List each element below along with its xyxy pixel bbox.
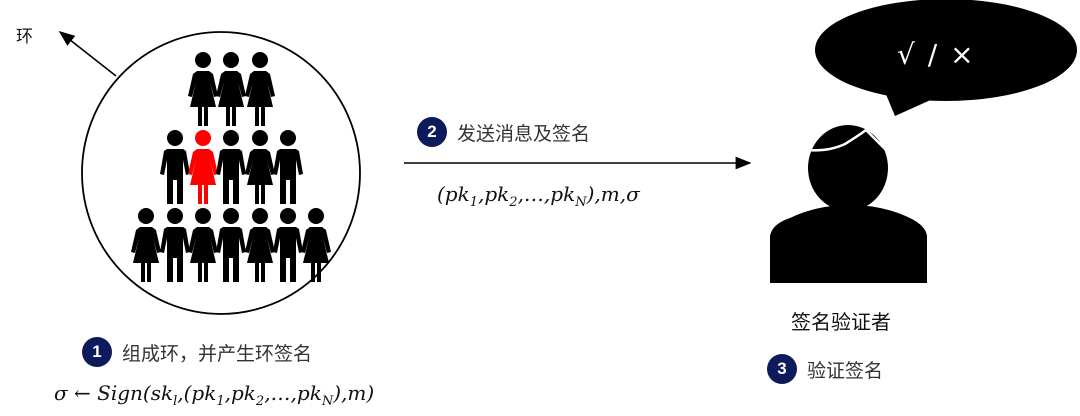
person-male-icon <box>273 130 303 204</box>
sign-formula: σ ← Sign(skl,(pk1,pk2,…,pkN),m) <box>54 381 375 409</box>
person-female-icon <box>245 130 275 204</box>
signer-female-icon <box>188 130 218 204</box>
ring-label-arrow <box>58 31 117 77</box>
step-badge-1: 1 <box>82 337 112 367</box>
step-1-form-ring: 1 组成环，并产生环签名 <box>82 337 312 367</box>
ring-label: 环 <box>16 27 33 47</box>
step-2-label: 发送消息及签名 <box>457 122 591 145</box>
step-2-send: 2 发送消息及签名 <box>417 117 590 147</box>
verifier-title: 签名验证者 <box>791 310 891 334</box>
person-female-icon <box>301 208 331 282</box>
verification-result-text: √ / × <box>897 38 976 71</box>
verifier-person-icon <box>770 125 927 283</box>
person-male-icon <box>160 208 190 282</box>
step-badge-2: 2 <box>417 117 447 147</box>
person-female-icon <box>131 208 161 282</box>
message-formula: (pk1,pk2,…,pkN),m,σ <box>437 182 640 210</box>
person-male-icon <box>273 208 303 282</box>
person-male-icon <box>216 208 246 282</box>
person-female-icon <box>245 52 275 126</box>
ring-circle <box>81 31 361 315</box>
person-male-icon <box>216 130 246 204</box>
step-3-label: 验证签名 <box>807 359 884 382</box>
person-female-icon <box>245 208 275 282</box>
person-male-icon <box>160 130 190 204</box>
step-3-verify: 3 验证签名 <box>767 354 883 384</box>
step-badge-3: 3 <box>767 354 797 384</box>
step-1-label: 组成环，并产生环签名 <box>122 342 313 365</box>
ring-members <box>131 52 331 282</box>
person-female-icon <box>188 52 218 126</box>
person-female-icon <box>216 52 246 126</box>
speech-bubble <box>815 0 1077 116</box>
person-female-icon <box>188 208 218 282</box>
